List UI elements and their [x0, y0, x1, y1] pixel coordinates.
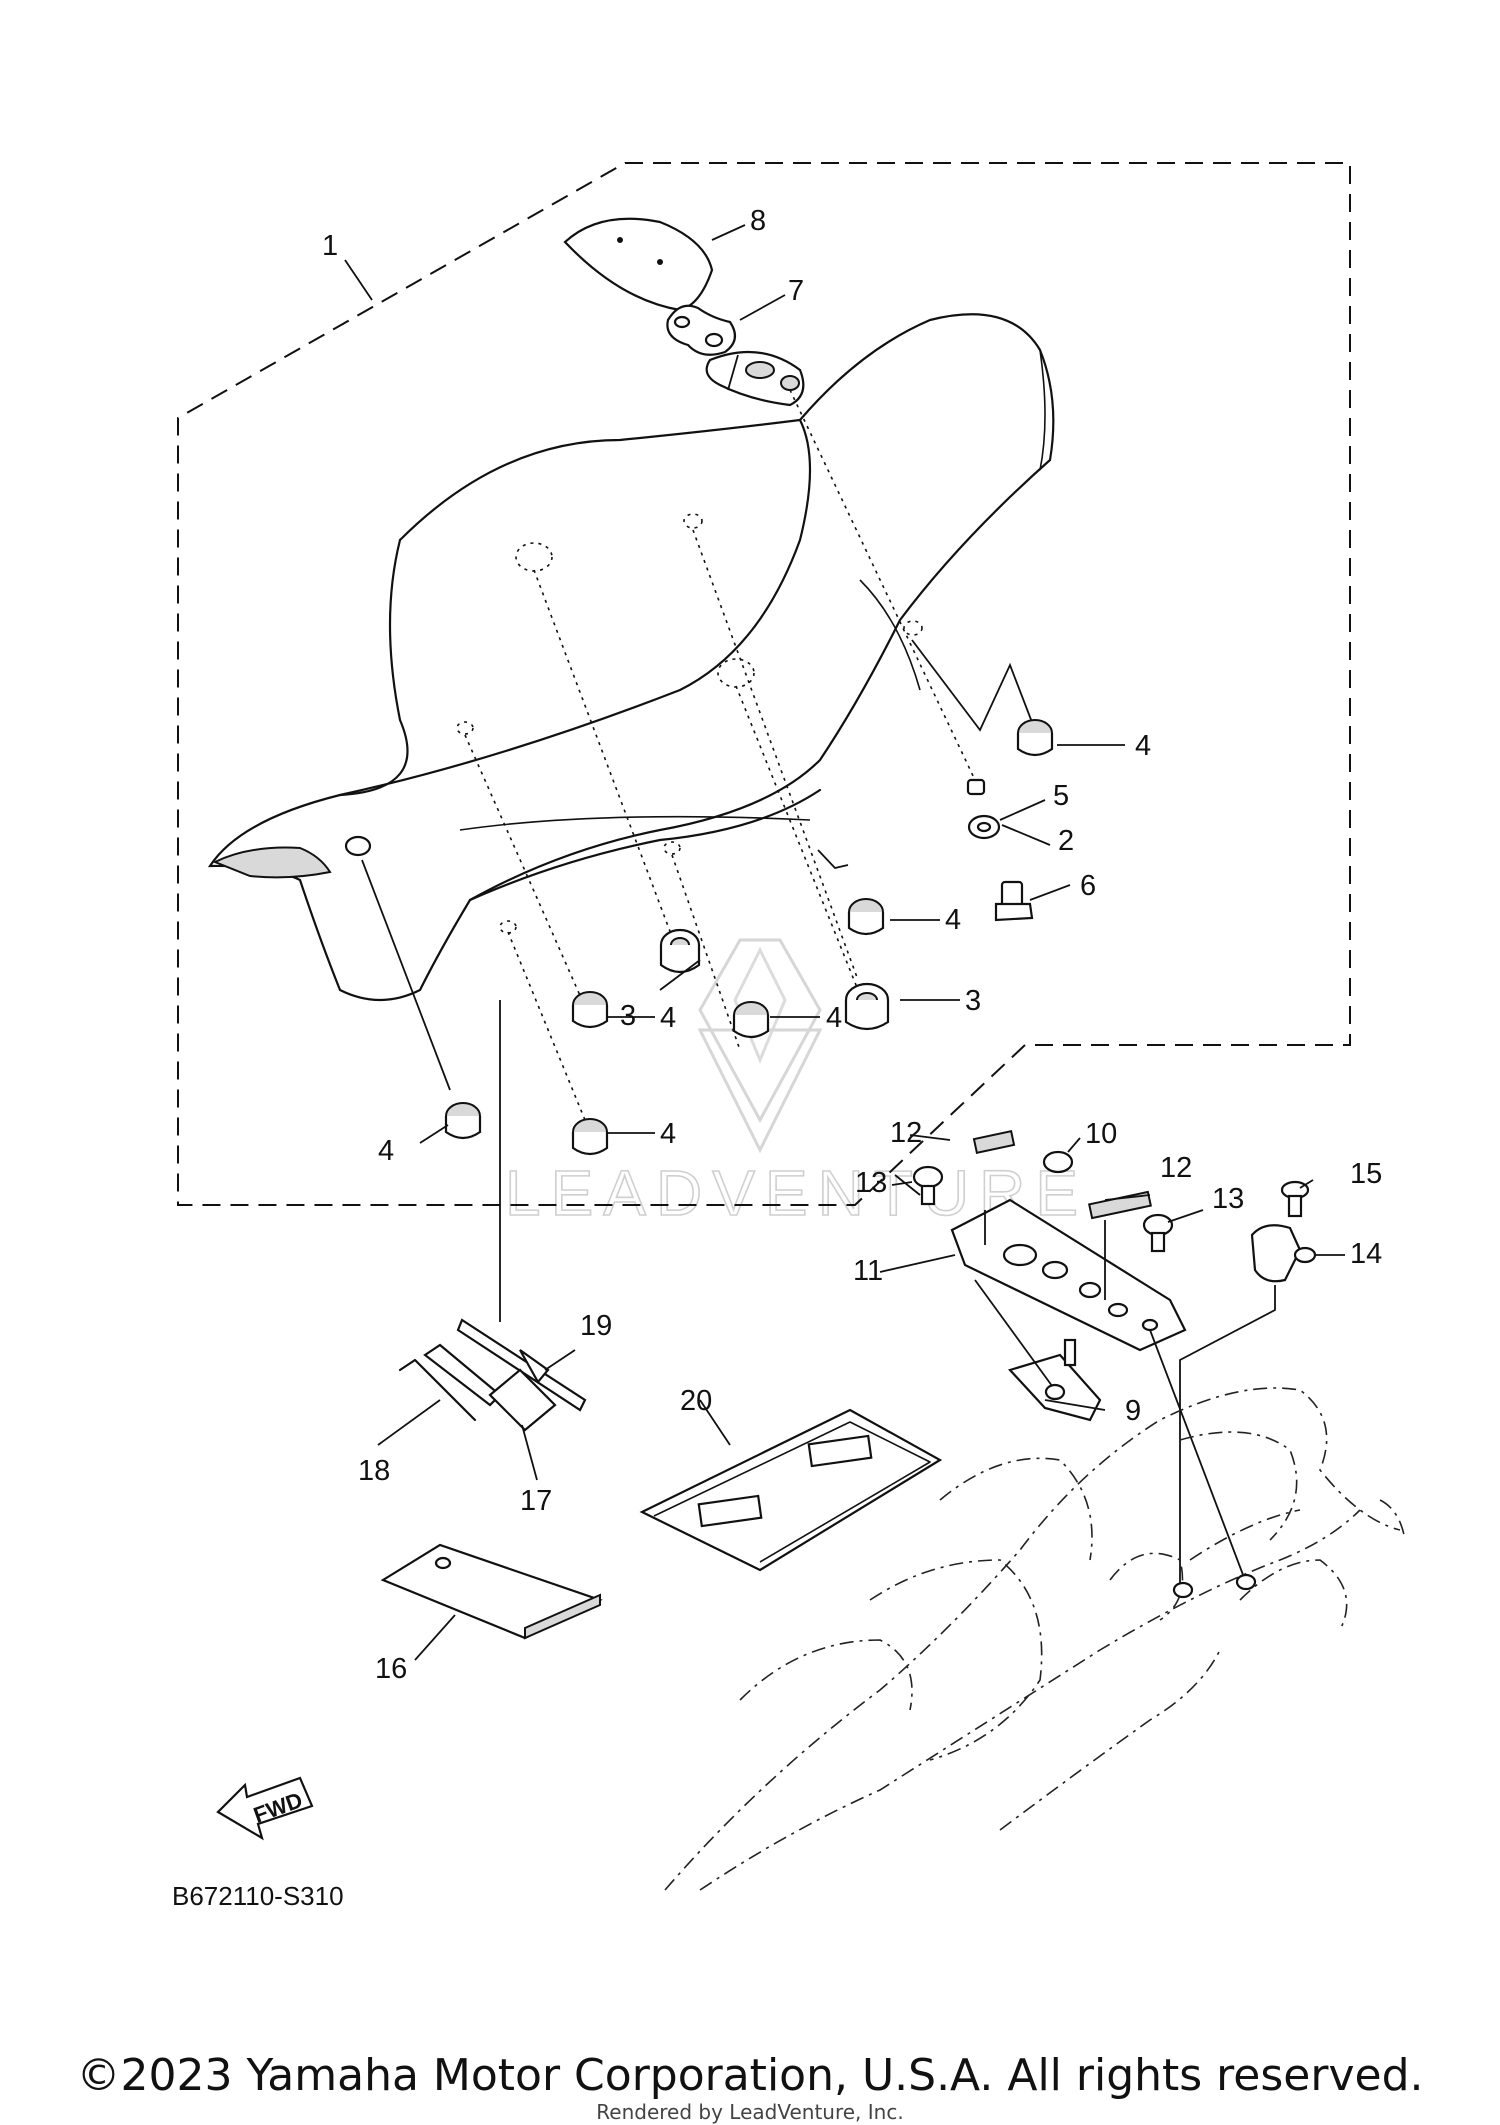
callout-4d: 4 [826, 1002, 842, 1034]
part-13-bolt-a [912, 1165, 944, 1206]
diagram-code: B672110-S310 [172, 1881, 344, 1911]
part-5-collar [966, 778, 986, 796]
callout-6: 6 [1080, 870, 1096, 902]
callout-4a: 4 [1135, 730, 1151, 762]
callout-4c: 4 [660, 1002, 676, 1034]
part-3-cushions [659, 928, 890, 1031]
callout-3a: 3 [620, 1000, 636, 1032]
assembly-outline [177, 162, 1351, 1206]
part-19-spanner [456, 1318, 587, 1412]
callout-leaders [344, 224, 1345, 1661]
callout-15: 15 [1350, 1158, 1382, 1190]
part-10-nut [1042, 1150, 1074, 1174]
callout-4f: 4 [378, 1135, 394, 1167]
part-20-manual [639, 1408, 943, 1572]
callout-3b: 3 [965, 985, 981, 1017]
callout-4e: 4 [660, 1118, 676, 1150]
part-11-bracket [950, 1198, 1187, 1352]
part-8-cover [563, 217, 714, 312]
part-9-latch [1007, 1338, 1102, 1422]
callout-19: 19 [580, 1310, 612, 1342]
part-17-screwdriver [423, 1343, 557, 1432]
callout-2: 2 [1058, 825, 1074, 857]
vehicle-frame [664, 1383, 1406, 1891]
part-6-bolt [994, 880, 1034, 922]
callout-numbers: 1 2 3 3 4 4 4 4 4 4 5 6 7 8 9 10 11 12 1… [322, 205, 1382, 1685]
callout-9: 9 [1125, 1395, 1141, 1427]
callout-16: 16 [375, 1653, 407, 1685]
part-18-hex-key [398, 1358, 477, 1422]
fwd-arrow-icon: FWD [216, 1776, 314, 1841]
callout-17: 17 [520, 1485, 552, 1517]
part-7-gasket [666, 304, 737, 356]
callout-13b: 13 [1212, 1183, 1244, 1215]
callout-5: 5 [1053, 780, 1069, 812]
seat-assembly [207, 313, 1055, 1002]
frame-mount-lines [894, 1174, 1276, 1590]
rendered-by-credit: Rendered by LeadVenture, Inc. [596, 2100, 904, 2124]
callout-18: 18 [358, 1455, 390, 1487]
part-13-bolt-b [1142, 1213, 1174, 1253]
copyright-notice: ©2023 Yamaha Motor Corporation, U.S.A. A… [76, 2050, 1424, 2101]
callout-13a: 13 [855, 1167, 887, 1199]
part-4-dampers [444, 719, 1054, 1156]
callout-12b: 12 [1160, 1152, 1192, 1184]
callout-10: 10 [1085, 1118, 1117, 1150]
part-12-label-a [972, 1130, 1016, 1154]
callout-12a: 12 [890, 1117, 922, 1149]
callout-14: 14 [1350, 1238, 1382, 1270]
part-14-clamp [1250, 1224, 1317, 1283]
callout-7: 7 [788, 275, 804, 307]
callout-11: 11 [853, 1255, 883, 1287]
assembly-lines [361, 354, 1036, 1322]
callout-4b: 4 [945, 904, 961, 936]
callout-8: 8 [750, 205, 766, 237]
callout-20: 20 [680, 1385, 712, 1417]
part-15-screw [1280, 1180, 1310, 1218]
callout-1: 1 [322, 230, 338, 262]
part-16-bag [380, 1543, 603, 1640]
watermark-logo [697, 938, 823, 1154]
